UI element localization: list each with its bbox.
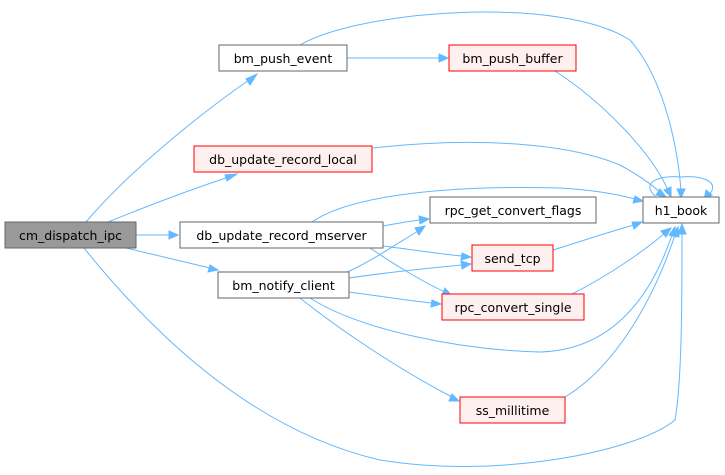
arrowhead bbox=[660, 227, 673, 238]
node-bm-push-buffer[interactable]: bm_push_buffer bbox=[448, 44, 577, 72]
arrowhead bbox=[655, 188, 668, 198]
edge-db-update-record-mserver-to-rpc-get-convert-flags bbox=[382, 219, 421, 227]
arrowhead bbox=[414, 225, 427, 236]
node-label-ss-millitime: ss_millitime bbox=[476, 403, 550, 418]
node-h1-book[interactable]: h1_book bbox=[642, 196, 720, 224]
edge-send-tcp-to-h1-book bbox=[552, 224, 635, 251]
node-box-bm-push-event bbox=[218, 44, 348, 72]
edges bbox=[83, 11, 714, 467]
edge-cm-dispatch-ipc-to-bm-push-event bbox=[85, 77, 253, 223]
edge-bm-notify-client-to-ss-millitime bbox=[299, 297, 453, 398]
edge-bm-notify-client-to-rpc-get-convert-flags bbox=[344, 230, 419, 274]
nodes: cm_dispatch_ipc bm_push_event bm_push_bu… bbox=[4, 44, 720, 424]
node-label-bm-notify-client: bm_notify_client bbox=[232, 278, 335, 293]
edge-bm-push-event-to-h1-book bbox=[299, 11, 682, 191]
arrowhead bbox=[448, 393, 461, 402]
arrowhead bbox=[460, 252, 473, 261]
edge-db-update-record-mserver-to-rpc-convert-single bbox=[369, 247, 446, 293]
node-box-ss-millitime bbox=[459, 396, 566, 424]
edge-db-update-record-mserver-to-send-tcp bbox=[382, 245, 463, 257]
arrowhead bbox=[224, 173, 239, 182]
node-db-update-record-mserver[interactable]: db_update_record_mserver bbox=[179, 221, 384, 249]
node-ss-millitime[interactable]: ss_millitime bbox=[459, 396, 566, 424]
node-box-send-tcp bbox=[471, 244, 554, 272]
arrowhead bbox=[677, 222, 687, 235]
edge-bm-notify-client-to-send-tcp bbox=[348, 264, 463, 279]
edge-ss-millitime-to-h1-book bbox=[564, 234, 676, 398]
node-box-rpc-get-convert-flags bbox=[429, 196, 597, 224]
node-label-cm-dispatch-ipc: cm_dispatch_ipc bbox=[19, 228, 122, 243]
edge-bm-notify-client-to-h1-book bbox=[309, 234, 673, 353]
node-rpc-get-convert-flags[interactable]: rpc_get_convert_flags bbox=[429, 196, 597, 224]
arrowhead bbox=[460, 260, 473, 270]
edge-db-update-record-mserver-to-h1-book bbox=[311, 186, 636, 223]
edge-cm-dispatch-ipc-to-db-update-record-local bbox=[107, 175, 233, 223]
arrowhead bbox=[438, 53, 450, 63]
node-box-h1-book bbox=[642, 196, 720, 224]
arrowhead bbox=[671, 225, 680, 238]
edge-bm-notify-client-to-rpc-convert-single bbox=[348, 291, 433, 304]
arrowhead bbox=[245, 72, 259, 86]
node-label-h1-book: h1_book bbox=[655, 203, 708, 218]
node-box-bm-push-buffer bbox=[448, 44, 577, 72]
arrowhead bbox=[663, 186, 672, 199]
node-label-rpc-convert-single: rpc_convert_single bbox=[454, 300, 571, 315]
node-label-rpc-get-convert-flags: rpc_get_convert_flags bbox=[445, 203, 582, 218]
edge-rpc-convert-single-to-h1-book bbox=[569, 232, 666, 296]
node-send-tcp[interactable]: send_tcp bbox=[471, 244, 554, 272]
arrowhead bbox=[207, 264, 220, 273]
arrowhead bbox=[418, 215, 431, 225]
node-cm-dispatch-ipc[interactable]: cm_dispatch_ipc bbox=[4, 221, 137, 249]
edge-db-update-record-local-to-h1-book bbox=[372, 141, 661, 193]
node-box-db-update-record-local bbox=[193, 145, 373, 173]
arrowhead bbox=[631, 221, 644, 230]
edge-cm-dispatch-ipc-to-bm-notify-client bbox=[125, 247, 211, 269]
node-bm-push-event[interactable]: bm_push_event bbox=[218, 44, 348, 72]
edge-h1-book-self-loop bbox=[649, 176, 714, 197]
edge-cm-dispatch-ipc-to-h1-book bbox=[83, 231, 683, 467]
arrowhead bbox=[430, 299, 443, 308]
node-db-update-record-local[interactable]: db_update_record_local bbox=[193, 145, 373, 173]
node-box-cm-dispatch-ipc bbox=[4, 221, 137, 249]
edge-bm-push-buffer-to-h1-book bbox=[554, 70, 669, 191]
node-label-db-update-record-mserver: db_update_record_mserver bbox=[196, 228, 367, 243]
node-label-db-update-record-local: db_update_record_local bbox=[209, 152, 357, 167]
arrowhead bbox=[168, 230, 180, 240]
node-label-bm-push-event: bm_push_event bbox=[234, 51, 333, 66]
node-box-bm-notify-client bbox=[217, 271, 350, 299]
node-box-db-update-record-mserver bbox=[179, 221, 384, 249]
arrowhead bbox=[676, 188, 686, 200]
arrowhead bbox=[632, 195, 645, 204]
node-rpc-convert-single[interactable]: rpc_convert_single bbox=[441, 293, 585, 321]
node-label-bm-push-buffer: bm_push_buffer bbox=[462, 51, 563, 66]
node-label-send-tcp: send_tcp bbox=[484, 251, 540, 266]
node-bm-notify-client[interactable]: bm_notify_client bbox=[217, 271, 350, 299]
node-box-rpc-convert-single bbox=[441, 293, 585, 321]
